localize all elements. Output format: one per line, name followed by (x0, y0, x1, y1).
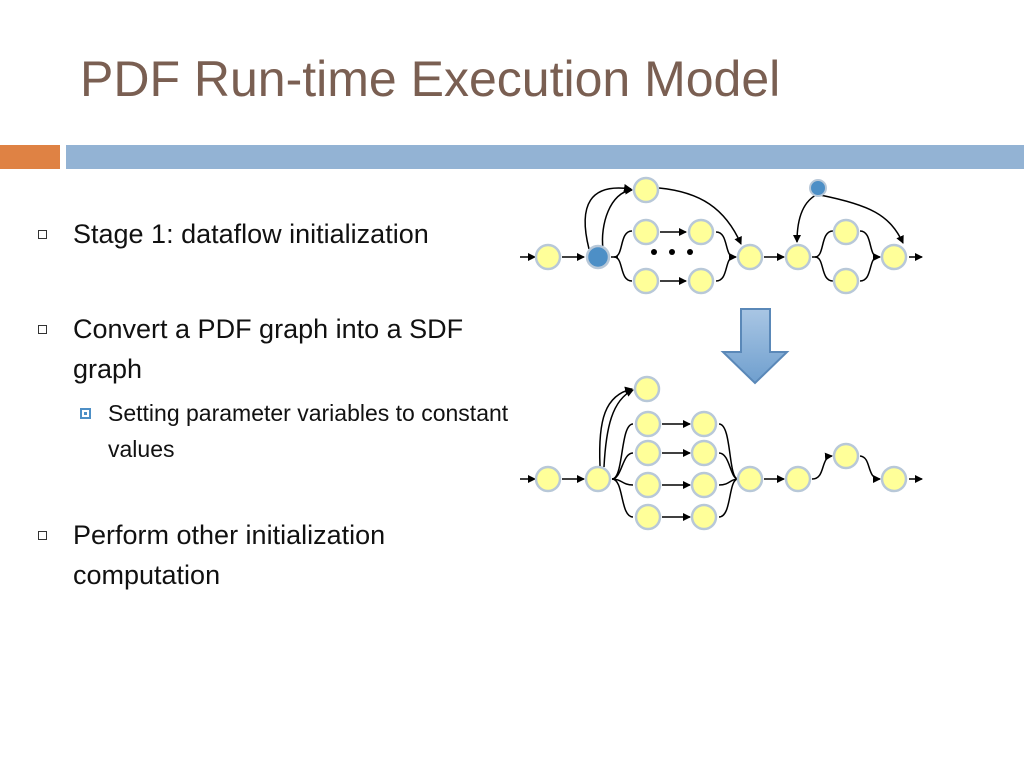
parameter-node (809, 179, 827, 197)
square-bullet-icon (38, 230, 47, 239)
square-bullet-icon (38, 325, 47, 334)
actor-node (784, 465, 812, 493)
actor-node (880, 243, 908, 271)
actor-node (880, 465, 908, 493)
bullet-item: Stage 1: dataflow initialization (38, 214, 528, 254)
actor-node (687, 218, 715, 246)
actor-node (687, 267, 715, 295)
bullet-text: Convert a PDF graph into a SDF graph (73, 314, 464, 384)
actor-node (634, 410, 662, 438)
actor-node (634, 471, 662, 499)
actor-node (534, 465, 562, 493)
sdf-graph (520, 386, 923, 521)
actor-node (690, 471, 718, 499)
bullet-text: Perform other initialization computation (73, 520, 386, 590)
actor-node (690, 439, 718, 467)
pdf-graph-nodes (534, 176, 908, 295)
bullet-item: Perform other initialization computation (38, 515, 513, 595)
filled-square-bullet-icon (80, 408, 91, 419)
bullet-list: Stage 1: dataflow initialization Convert… (38, 214, 528, 595)
actor-node (832, 267, 860, 295)
actor-node (690, 503, 718, 531)
pdf-graph (520, 184, 923, 285)
ellipsis-icon (651, 249, 693, 255)
bullet-text: Stage 1: dataflow initialization (73, 219, 429, 249)
actor-node (634, 503, 662, 531)
actor-node (736, 243, 764, 271)
down-arrow-icon (720, 308, 790, 385)
sdf-graph-nodes (534, 375, 908, 531)
sub-bullet-text: Setting parameter variables to constant … (108, 400, 509, 462)
accent-band-blue (66, 145, 1024, 169)
actor-node (632, 218, 660, 246)
actor-node (633, 375, 661, 403)
parameter-node (585, 244, 611, 270)
actor-node (634, 439, 662, 467)
sub-bullet-item: Setting parameter variables to constant … (38, 395, 578, 467)
actor-node (784, 243, 812, 271)
square-bullet-icon (38, 531, 47, 540)
accent-band-orange (0, 145, 60, 169)
actor-node (690, 410, 718, 438)
actor-node (832, 442, 860, 470)
actor-node (632, 176, 660, 204)
actor-node (736, 465, 764, 493)
bullet-item: Convert a PDF graph into a SDF graph (38, 309, 513, 389)
actor-node (534, 243, 562, 271)
actor-node (832, 218, 860, 246)
actor-node (632, 267, 660, 295)
actor-node (584, 465, 612, 493)
slide-title: PDF Run-time Execution Model (80, 51, 781, 107)
